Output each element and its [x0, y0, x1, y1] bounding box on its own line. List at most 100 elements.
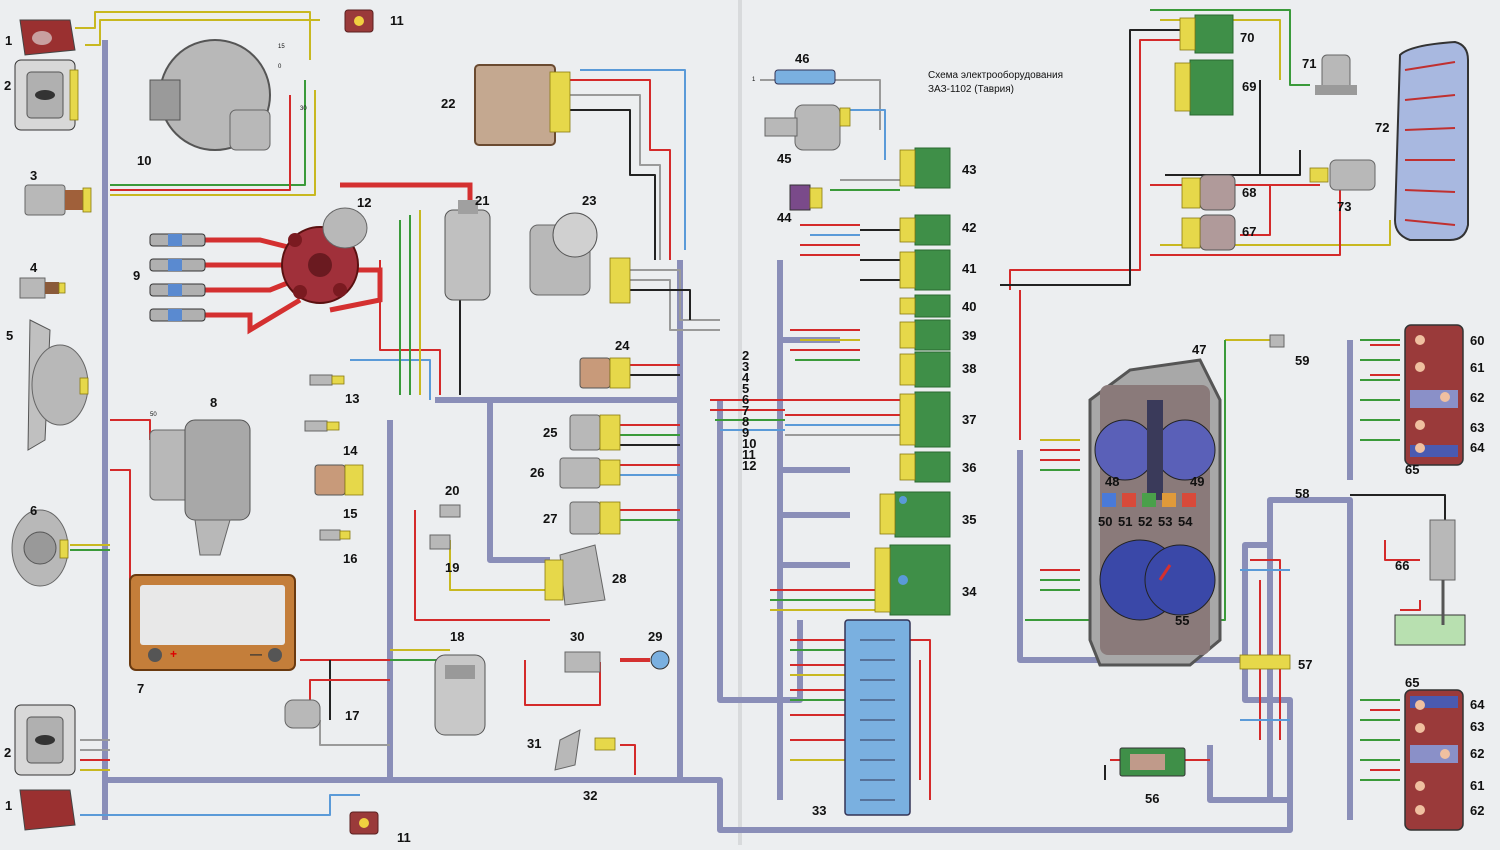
cc-9: 9: [742, 425, 749, 440]
relay-43: [899, 147, 951, 189]
label-23: 23: [582, 193, 596, 208]
sensor-3: [24, 184, 92, 216]
battery-7: + —: [129, 574, 296, 671]
coil-18: [434, 654, 486, 736]
wiper-motor-23: [529, 212, 631, 304]
motor-68: [1181, 174, 1236, 211]
relay-15: [314, 464, 364, 496]
cc-2: 2: [742, 348, 749, 363]
label-19: 19: [445, 560, 459, 575]
motor-67: [1181, 214, 1236, 251]
switch-44: [789, 184, 823, 211]
relay-42: [899, 214, 951, 246]
switch-28: [544, 544, 606, 606]
label-63-bottom: 63: [1470, 719, 1484, 734]
instrument-cluster-47: [1088, 358, 1222, 667]
sensor-31: [554, 729, 616, 771]
sensor-14: [304, 420, 340, 432]
cc-3: 3: [742, 359, 749, 374]
label-5: 5: [6, 328, 13, 343]
label-16: 16: [343, 551, 357, 566]
label-11-bottom: 11: [397, 830, 411, 845]
relay-39: [899, 319, 951, 351]
headlamp-2-top: [14, 59, 79, 131]
switch-20: [439, 504, 461, 518]
lamp-29: [620, 650, 670, 670]
connector-57: [1239, 654, 1291, 670]
wire-1-label: 1: [752, 77, 756, 83]
title-line-1: Схема электрооборудования: [928, 69, 1063, 81]
cc-7: 7: [742, 403, 749, 418]
label-21: 21: [475, 193, 489, 208]
label-62-last: 62: [1470, 803, 1484, 818]
distributor-12: [281, 207, 368, 304]
label-70: 70: [1240, 30, 1254, 45]
fuse-46: 1: [752, 69, 836, 85]
motor-73: [1309, 159, 1376, 191]
label-40: 40: [962, 299, 976, 314]
label-2-top: 2: [4, 78, 11, 93]
label-56: 56: [1145, 791, 1159, 806]
label-35: 35: [962, 512, 976, 527]
label-26: 26: [530, 465, 544, 480]
label-11-top: 11: [390, 13, 404, 28]
relay-37: [899, 391, 951, 448]
label-38: 38: [962, 361, 976, 376]
starter-pin-50: 50: [150, 412, 157, 418]
label-33: 33: [812, 803, 826, 818]
lamp-17: [284, 699, 321, 729]
motor-45: [764, 104, 851, 151]
label-18: 18: [450, 629, 464, 644]
label-4: 4: [30, 260, 38, 275]
cc-11: 11: [742, 447, 756, 462]
label-58: 58: [1295, 486, 1309, 501]
center-connector-numbers: 2 3 4 5 6 7 8 9 10 11 12: [742, 348, 756, 473]
label-47: 47: [1192, 342, 1206, 357]
headlamp-1-bottom: [19, 789, 76, 831]
label-68: 68: [1242, 185, 1256, 200]
relay-27: [569, 501, 621, 535]
label-15: 15: [343, 506, 357, 521]
sensor-16: [319, 529, 351, 541]
label-54: 54: [1178, 514, 1193, 529]
label-71: 71: [1302, 56, 1316, 71]
label-9: 9: [133, 268, 140, 283]
component-labels: 1 2 3 4 5 6 7 8 9 10 11 12 13 14 15 16 1…: [4, 13, 1485, 845]
label-44: 44: [777, 210, 792, 225]
generator-10: 15 0 30: [149, 39, 307, 151]
label-20: 20: [445, 483, 459, 498]
label-51: 51: [1118, 514, 1132, 529]
label-60: 60: [1470, 333, 1484, 348]
switch-59: [1269, 334, 1285, 348]
gen-pin-30: 30: [300, 106, 307, 112]
label-31: 31: [527, 736, 541, 751]
label-65-bottom: 65: [1405, 675, 1419, 690]
label-65-top: 65: [1405, 462, 1419, 477]
label-53: 53: [1158, 514, 1172, 529]
title-line-2: ЗАЗ-1102 (Таврия): [928, 84, 1014, 95]
relay-38: [899, 351, 951, 388]
label-17: 17: [345, 708, 359, 723]
label-52: 52: [1138, 514, 1152, 529]
label-63-top: 63: [1470, 420, 1484, 435]
label-1-bottom: 1: [5, 798, 12, 813]
label-69: 69: [1242, 79, 1256, 94]
label-37: 37: [962, 412, 976, 427]
relay-41: [899, 249, 951, 291]
label-50: 50: [1098, 514, 1112, 529]
headlamp-1-top: [19, 19, 76, 56]
label-10: 10: [137, 153, 151, 168]
relay-56: [1119, 747, 1186, 777]
relay-26: [559, 457, 621, 489]
ignition-coil-21: [444, 200, 491, 301]
label-46: 46: [795, 51, 809, 66]
label-62-top: 62: [1470, 390, 1484, 405]
fuse-block-33: [844, 619, 911, 816]
label-66: 66: [1395, 558, 1409, 573]
label-30: 30: [570, 629, 584, 644]
lamp-block-65-bottom: [1404, 689, 1464, 831]
label-43: 43: [962, 162, 976, 177]
horn-6: [11, 509, 69, 587]
switch-34: [874, 544, 951, 616]
